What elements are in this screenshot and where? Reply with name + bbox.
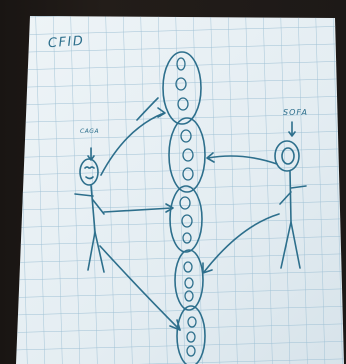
diagram-title: CFID <box>48 34 85 52</box>
name-label-right: SOFA <box>283 108 308 117</box>
name-label-left: CAGA <box>80 128 99 135</box>
